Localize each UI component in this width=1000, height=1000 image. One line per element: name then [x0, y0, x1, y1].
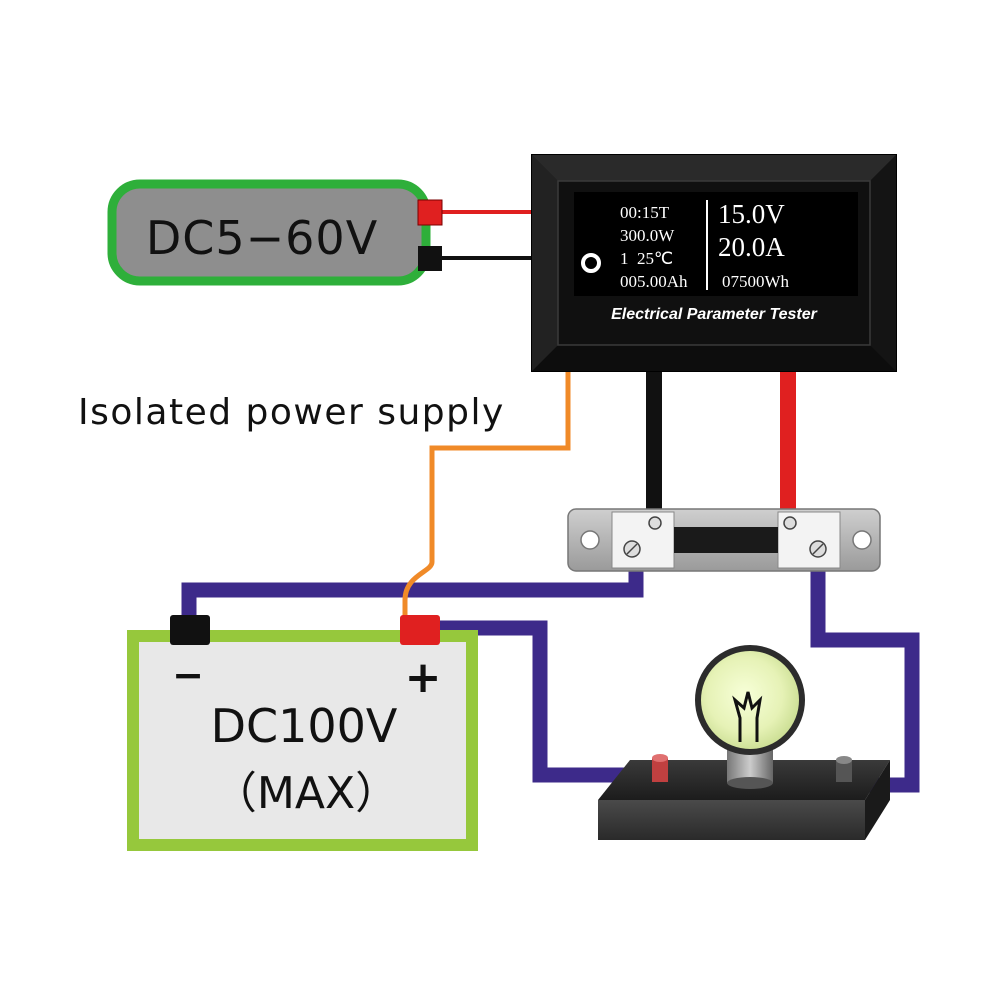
load-return-wire	[810, 560, 920, 793]
battery-positive-wire	[430, 620, 650, 783]
power-supply-negative-terminal	[418, 246, 442, 271]
power-supply: DC5−60V	[107, 179, 443, 286]
battery-positive-terminal	[400, 615, 440, 645]
meter-screen	[574, 192, 858, 296]
shunt	[567, 508, 881, 572]
shunt-screw-icon	[648, 516, 662, 530]
display-energy: 07500Wh	[722, 272, 790, 291]
shunt-block-left	[611, 511, 675, 569]
isolated-supply-label: Isolated power supply	[78, 392, 505, 433]
power-supply-body	[107, 179, 431, 286]
battery-voltage-label: DC100V	[211, 699, 398, 753]
meter-bevel	[532, 155, 896, 181]
meter: 00:15T 300.0W 1 25℃ 005.00Ah 15.0V 20.0A…	[531, 154, 897, 372]
battery-minus-label: −	[172, 653, 204, 697]
display-temp: 1 25℃	[620, 249, 673, 268]
display-current: 20.0A	[718, 232, 785, 262]
display-time: 00:15T	[620, 203, 670, 222]
power-supply-positive-terminal	[417, 199, 443, 226]
display-capacity: 005.00Ah	[620, 272, 688, 291]
isolated-supply-wire	[402, 370, 571, 620]
shunt-mount-hole-left	[580, 530, 600, 550]
display-voltage: 15.0V	[718, 199, 785, 229]
battery-negative-wire	[181, 560, 644, 625]
battery-body	[127, 630, 478, 851]
lamp-terminal-right	[836, 760, 852, 782]
meter-caption: Electrical Parameter Tester	[611, 306, 818, 323]
shunt-mount-hole-right	[852, 530, 872, 550]
filament	[732, 691, 763, 742]
meter-button-icon[interactable]	[581, 253, 601, 273]
shunt-screw-icon	[783, 516, 797, 530]
lamp-terminal-left	[652, 758, 668, 782]
lamp	[598, 645, 890, 840]
power-supply-label: DC5−60V	[146, 211, 378, 265]
battery-plus-label: +	[405, 652, 442, 703]
battery: − + DC100V （MAX）	[127, 615, 478, 851]
meter-red-lead	[780, 370, 796, 518]
battery-negative-terminal	[170, 615, 210, 645]
wires	[181, 210, 920, 793]
meter-black-lead	[646, 370, 662, 520]
shunt-resistor-bar	[674, 527, 778, 553]
display-power: 300.0W	[620, 226, 675, 245]
battery-max-label: （MAX）	[213, 768, 399, 819]
